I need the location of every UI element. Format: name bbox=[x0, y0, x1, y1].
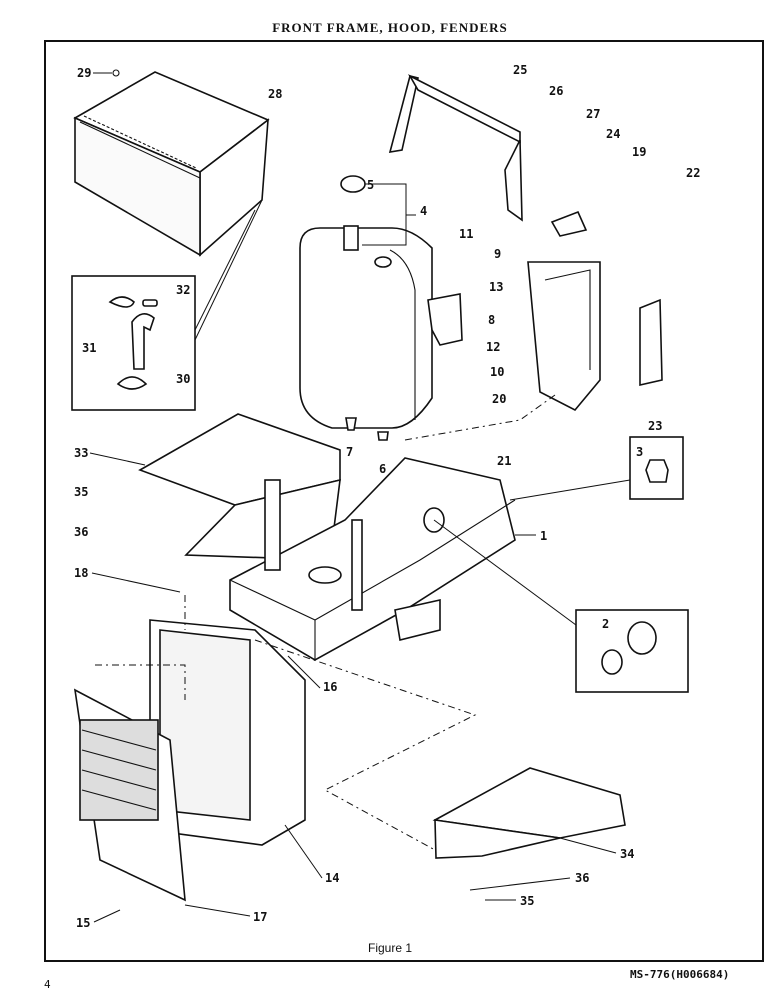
figure-caption: Figure 1 bbox=[367, 941, 413, 955]
callout-4: 4 bbox=[420, 204, 427, 218]
callout-15: 15 bbox=[76, 916, 90, 930]
callout-36-left: 36 bbox=[74, 525, 88, 539]
fitting-inset-box bbox=[509, 436, 684, 501]
front-frame-part bbox=[229, 457, 516, 661]
callout-labels: 29 28 32 31 30 5 4 25 26 27 24 19 22 11 … bbox=[74, 63, 700, 930]
hood-part bbox=[73, 71, 270, 257]
callout-27: 27 bbox=[586, 107, 600, 121]
callout-36-right: 36 bbox=[575, 871, 589, 885]
callout-35-right: 35 bbox=[520, 894, 534, 908]
page-number: 4 bbox=[44, 978, 51, 991]
callout-16: 16 bbox=[323, 680, 337, 694]
callout-19: 19 bbox=[632, 145, 646, 159]
fuel-tank-part bbox=[299, 175, 433, 441]
callout-14: 14 bbox=[325, 871, 339, 885]
document-code: MS-776(H006684) bbox=[630, 968, 730, 981]
callout-28: 28 bbox=[268, 87, 282, 101]
callout-23: 23 bbox=[648, 419, 662, 433]
callout-24: 24 bbox=[606, 127, 620, 141]
callout-8: 8 bbox=[488, 313, 495, 327]
radiator-grille-assembly bbox=[73, 619, 306, 902]
callout-13: 13 bbox=[489, 280, 503, 294]
bracket-13 bbox=[427, 293, 463, 346]
callout-5: 5 bbox=[367, 178, 374, 192]
callout-34: 34 bbox=[620, 847, 634, 861]
figure-frame bbox=[44, 40, 764, 962]
callout-3: 3 bbox=[636, 445, 643, 459]
callout-2: 2 bbox=[602, 617, 609, 631]
callout-22: 22 bbox=[686, 166, 700, 180]
callout-18: 18 bbox=[74, 566, 88, 580]
callout-17: 17 bbox=[253, 910, 267, 924]
page-title: FRONT FRAME, HOOD, FENDERS bbox=[272, 20, 508, 35]
callout-33: 33 bbox=[74, 446, 88, 460]
callout-21: 21 bbox=[497, 454, 511, 468]
callout-1: 1 bbox=[540, 529, 547, 543]
callout-10: 10 bbox=[490, 365, 504, 379]
callout-26: 26 bbox=[549, 84, 563, 98]
fender-right bbox=[432, 767, 626, 859]
callout-7: 7 bbox=[346, 445, 353, 459]
upper-brackets bbox=[388, 74, 663, 412]
callout-20: 20 bbox=[492, 392, 506, 406]
callout-32: 32 bbox=[176, 283, 190, 297]
callout-29: 29 bbox=[77, 66, 91, 80]
callout-30: 30 bbox=[176, 372, 190, 386]
callout-25: 25 bbox=[513, 63, 527, 77]
latch-inset-box bbox=[71, 199, 263, 411]
callout-11: 11 bbox=[459, 227, 473, 241]
callout-6: 6 bbox=[379, 462, 386, 476]
callout-35-left: 35 bbox=[74, 485, 88, 499]
bushing-inset-box bbox=[433, 519, 689, 693]
callout-12: 12 bbox=[486, 340, 500, 354]
callout-9: 9 bbox=[494, 247, 501, 261]
fender-left bbox=[138, 413, 341, 561]
callout-31: 31 bbox=[82, 341, 96, 355]
